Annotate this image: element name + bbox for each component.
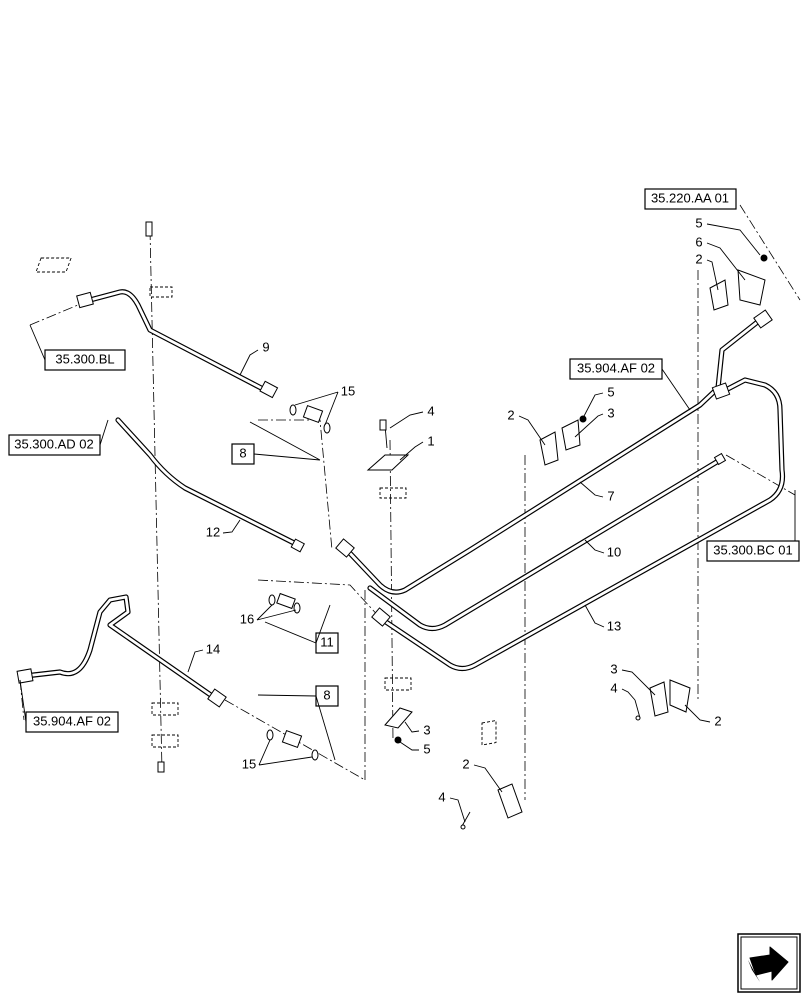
callout-10: 10: [584, 539, 621, 559]
svg-text:7: 7: [607, 488, 614, 503]
fittings-16[interactable]: [268, 592, 301, 614]
ref-box-35300ad02[interactable]: 35.300.AD 02: [8, 419, 109, 456]
callout-5-top-right: 5: [695, 215, 761, 256]
ref-box-35904af02-top[interactable]: 35.904.AF 02: [569, 358, 691, 411]
callout-12: 12: [206, 519, 241, 539]
callout-9: 9: [239, 339, 270, 376]
svg-text:8: 8: [239, 445, 246, 460]
callout-4-mid: 4: [389, 403, 435, 429]
svg-text:12: 12: [206, 524, 220, 539]
callout-4-bottom: 4: [438, 789, 466, 823]
svg-text:16: 16: [240, 611, 254, 626]
clamp-center-1[interactable]: [366, 419, 410, 499]
svg-text:2: 2: [462, 756, 469, 771]
svg-text:15: 15: [242, 756, 256, 771]
callout-3-right: 3: [610, 661, 656, 696]
callout-16: 16: [240, 604, 297, 626]
svg-text:35.300.BL: 35.300.BL: [55, 351, 114, 366]
svg-text:3: 3: [423, 722, 430, 737]
svg-text:13: 13: [607, 618, 621, 633]
clamp-right-2-3[interactable]: [634, 679, 691, 721]
callout-2-mid: 2: [507, 407, 546, 446]
callout-14: 14: [187, 641, 220, 673]
svg-text:35.904.AF 02: 35.904.AF 02: [577, 360, 655, 375]
svg-text:11: 11: [320, 634, 334, 649]
boxed-item-8-bottom[interactable]: 8: [257, 685, 339, 761]
svg-text:6: 6: [695, 234, 702, 249]
tube-10[interactable]: [367, 452, 727, 632]
callout-6-top-right: 6: [695, 234, 746, 281]
svg-text:10: 10: [607, 544, 621, 559]
svg-text:35.904.AF 02: 35.904.AF 02: [33, 713, 111, 728]
svg-text:9: 9: [262, 339, 269, 354]
callout-13: 13: [584, 604, 621, 633]
tube-7[interactable]: [335, 309, 773, 595]
svg-text:4: 4: [610, 680, 617, 695]
boxed-item-11[interactable]: 11: [264, 604, 339, 654]
svg-text:35.220.AA 01: 35.220.AA 01: [651, 190, 729, 205]
tube-14[interactable]: [16, 594, 227, 708]
tube-9[interactable]: [76, 289, 279, 399]
callout-3-center: 3: [404, 721, 431, 737]
clamp-bottom-left[interactable]: [151, 702, 179, 773]
callout-5-mid: 5: [582, 384, 615, 419]
svg-text:2: 2: [714, 713, 721, 728]
svg-text:35.300.AD 02: 35.300.AD 02: [14, 436, 94, 451]
ref-box-35904af02-bottom[interactable]: 35.904.AF 02: [19, 679, 119, 733]
svg-text:5: 5: [607, 384, 614, 399]
svg-text:14: 14: [206, 641, 220, 656]
svg-text:2: 2: [507, 407, 514, 422]
callout-5-center: 5: [399, 741, 431, 756]
svg-text:5: 5: [695, 215, 702, 230]
callout-3-mid: 3: [574, 405, 615, 438]
svg-text:35.300.BC 01: 35.300.BC 01: [713, 542, 793, 557]
callout-7: 7: [579, 481, 615, 503]
svg-text:8: 8: [323, 687, 330, 702]
callout-1: 1: [399, 433, 435, 461]
svg-text:4: 4: [427, 403, 434, 418]
clamp-top-right[interactable]: [709, 254, 768, 311]
svg-text:5: 5: [423, 741, 430, 756]
next-page-arrow-icon[interactable]: [737, 933, 801, 993]
fittings-15-top[interactable]: [289, 404, 331, 434]
callout-15-bottom: 15: [242, 739, 313, 771]
callout-2-top-right: 2: [695, 251, 719, 291]
clamp-mid-2-3[interactable]: [539, 415, 587, 466]
callout-2-right: 2: [684, 704, 722, 728]
clamp-bottom-2[interactable]: [460, 720, 523, 830]
clamp-top-left[interactable]: [35, 221, 173, 298]
callouts: 5 6 2 9 15 4 1 2: [187, 215, 761, 823]
fittings-15-bottom[interactable]: [266, 729, 319, 761]
ref-box-35300bl[interactable]: 35.300.BL: [29, 324, 126, 371]
svg-text:3: 3: [607, 405, 614, 420]
ref-box-35220aa01[interactable]: 35.220.AA 01: [644, 188, 737, 210]
callout-2-bottom: 2: [462, 756, 503, 793]
boxed-item-8-top[interactable]: 8: [231, 421, 321, 465]
ref-box-35300bc01[interactable]: 35.300.BC 01: [706, 490, 800, 562]
tube-12[interactable]: [115, 417, 305, 553]
svg-text:3: 3: [610, 661, 617, 676]
clamp-center-3[interactable]: [384, 677, 413, 744]
callout-15-top: 15: [294, 383, 355, 426]
svg-text:4: 4: [438, 789, 445, 804]
svg-text:15: 15: [341, 383, 355, 398]
svg-text:1: 1: [427, 433, 434, 448]
callout-4-right: 4: [610, 680, 636, 701]
tube-13[interactable]: [371, 377, 786, 672]
svg-text:2: 2: [695, 251, 702, 266]
